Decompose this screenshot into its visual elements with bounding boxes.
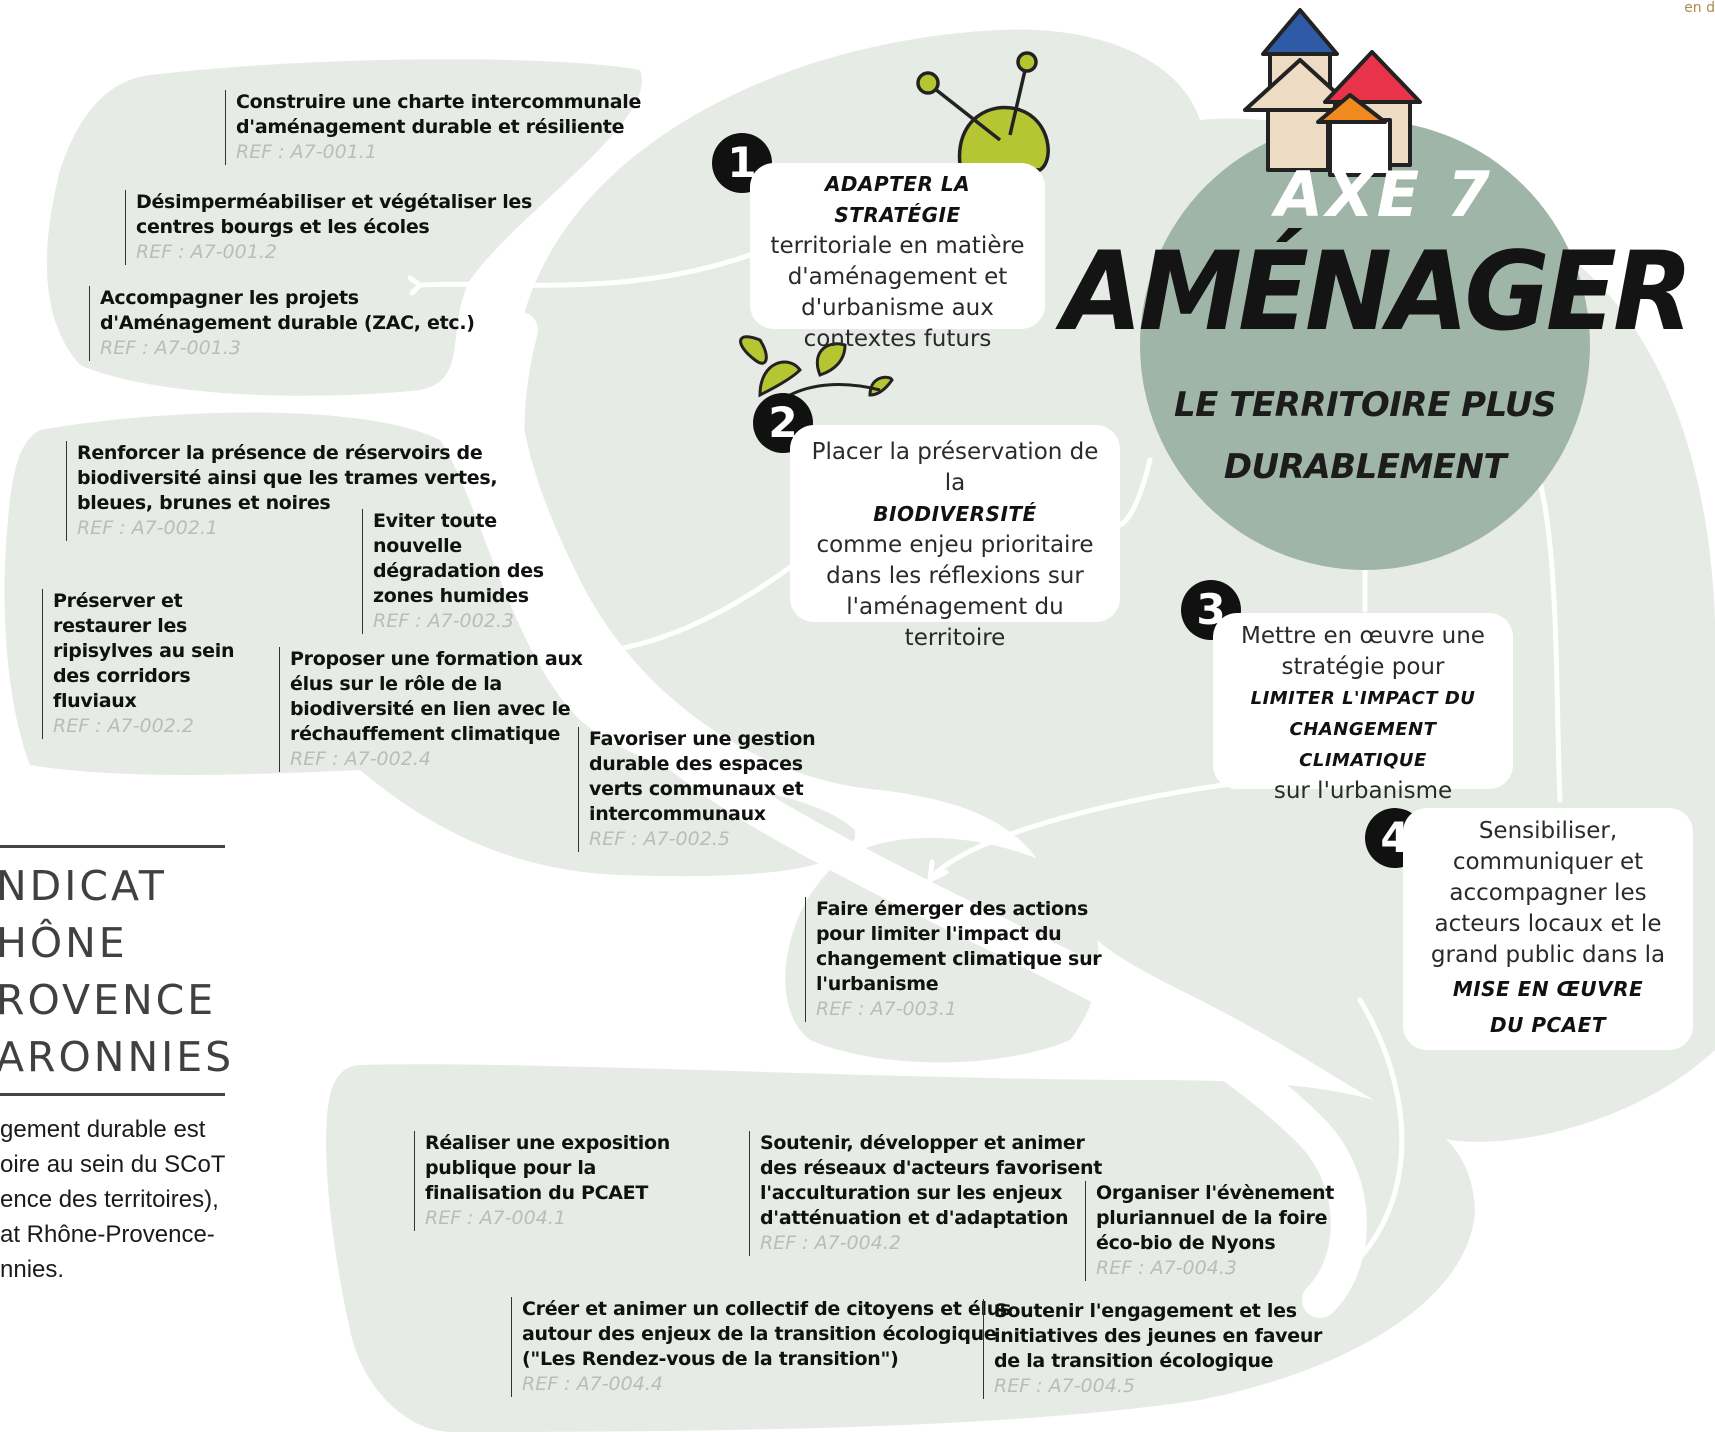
objective-4-card: Sensibiliser, communiquer et accompagner… (1403, 808, 1693, 1050)
action-a7-002-5: Favoriser une gestion durable des espace… (578, 727, 816, 852)
action-text: Créer et animer un collectif de citoyens… (522, 1298, 1011, 1370)
objective-2-text-after: comme enjeu prioritaire dans les réflexi… (816, 532, 1094, 651)
blob-objective-2 (4, 412, 856, 877)
action-a7-002-2: Préserver et restaurer les ripisylves au… (42, 589, 235, 739)
leaves-icon (739, 335, 894, 398)
action-text: Accompagner les projets d'Aménagement du… (100, 287, 475, 334)
intro-line: gement durable est (0, 1116, 206, 1143)
blob-objective-3 (785, 837, 1099, 1063)
objective-3-card: Mettre en œuvre une stratégie pour LIMIT… (1213, 613, 1513, 804)
axe-subtitle-line-1: LE TERRITOIRE PLUS (1174, 385, 1556, 425)
action-ref: REF : A7-002.1 (77, 517, 218, 539)
objective-1-keyword: ADAPTER LA STRATÉGIE (824, 172, 971, 227)
action-a7-003-1: Faire émerger des actions pour limiter l… (805, 897, 1102, 1022)
action-ref: REF : A7-002.2 (53, 715, 194, 737)
axe-title: AMÉNAGER (1062, 226, 1693, 356)
blob-objective-1 (46, 59, 642, 396)
logo-rule-bottom (0, 1093, 225, 1096)
syndicat-line: NDICAT (0, 862, 167, 910)
objective-2-keyword: BIODIVERSITÉ (873, 502, 1037, 526)
syndicat-line: HÔNE (0, 919, 128, 967)
blob-objective-4 (326, 1064, 1476, 1432)
action-text: Organiser l'évènement pluriannuel de la … (1096, 1182, 1335, 1254)
logo-rule-top (0, 845, 225, 848)
action-ref: REF : A7-001.2 (136, 241, 277, 263)
syndicat-logo-text: NDICAT HÔNE ROVENCE ARONNIES (0, 858, 236, 1086)
objective-1-card: ADAPTER LA STRATÉGIE territoriale en mat… (750, 163, 1045, 352)
axe-circle (1140, 120, 1590, 570)
action-a7-004-1: Réaliser une exposition publique pour la… (414, 1131, 670, 1231)
objective-4-keyword: MISE EN ŒUVRE DU PCAET (1452, 977, 1644, 1037)
action-a7-001-3: Accompagner les projets d'Aménagement du… (89, 286, 475, 361)
objective-3-text-after: sur l'urbanisme (1273, 778, 1453, 804)
action-a7-001-2: Désimperméabiliser et végétaliser les ce… (125, 190, 532, 265)
action-text: Préserver et restaurer les ripisylves au… (53, 590, 235, 712)
action-ref: REF : A7-002.4 (290, 748, 431, 770)
action-a7-004-3: Organiser l'évènement pluriannuel de la … (1085, 1181, 1334, 1281)
intro-line: at Rhône-Provence- (0, 1221, 215, 1248)
action-ref: REF : A7-004.3 (1096, 1257, 1237, 1279)
action-text: Faire émerger des actions pour limiter l… (816, 898, 1102, 995)
corner-logo-text: en d (1684, 0, 1715, 16)
action-a7-001-1: Construire une charte intercommunale d'a… (225, 90, 641, 165)
intro-line: ence des territoires), (0, 1186, 219, 1213)
action-ref: REF : A7-002.3 (373, 610, 514, 632)
action-text: Désimperméabiliser et végétaliser les ce… (136, 191, 533, 238)
action-ref: REF : A7-004.1 (425, 1207, 566, 1229)
syndicat-line: ARONNIES (0, 1033, 235, 1081)
axe-subtitle-line-2: DURABLEMENT (1223, 447, 1507, 487)
action-text: Proposer une formation aux élus sur le r… (290, 648, 583, 745)
action-text: Soutenir l'engagement et les initiatives… (994, 1300, 1323, 1372)
action-a7-002-1: Renforcer la présence de réservoirs de b… (66, 441, 498, 541)
action-ref: REF : A7-002.5 (589, 828, 730, 850)
action-a7-004-2: Soutenir, développer et animer des résea… (749, 1131, 1102, 1256)
intro-paragraph: gement durable est oire au sein du SCoT … (0, 1112, 245, 1287)
action-ref: REF : A7-001.3 (100, 337, 241, 359)
action-ref: REF : A7-001.1 (236, 141, 377, 163)
objective-2-text-before: Placer la préservation de la (811, 439, 1099, 496)
action-text: Favoriser une gestion durable des espace… (589, 728, 816, 825)
action-ref: REF : A7-003.1 (816, 998, 957, 1020)
action-ref: REF : A7-004.4 (522, 1373, 663, 1395)
syndicat-line: ROVENCE (0, 976, 217, 1024)
action-text: Eviter toute nouvelle dégradation des zo… (373, 510, 544, 607)
intro-line: oire au sein du SCoT (0, 1151, 226, 1178)
action-a7-004-4: Créer et animer un collectif de citoyens… (511, 1297, 1011, 1397)
action-a7-002-4: Proposer une formation aux élus sur le r… (279, 647, 583, 772)
intro-line: nnies. (0, 1256, 65, 1283)
action-ref: REF : A7-004.5 (994, 1375, 1135, 1397)
objective-1-text: territoriale en matière d'aménagement et… (770, 233, 1025, 352)
action-a7-004-5: Soutenir l'engagement et les initiatives… (983, 1299, 1322, 1399)
objective-2-card: Placer la préservation de la BIODIVERSIT… (790, 425, 1120, 651)
objective-3-text-before: Mettre en œuvre une stratégie pour (1241, 623, 1485, 680)
houses-illustration (1243, 8, 1422, 177)
objective-4-text-before: Sensibiliser, communiquer et accompagner… (1430, 818, 1666, 968)
joystick-icon (916, 51, 1050, 172)
action-ref: REF : A7-004.2 (760, 1232, 901, 1254)
action-text: Réaliser une exposition publique pour la… (425, 1132, 670, 1204)
objective-3-keyword: LIMITER L'IMPACT DU CHANGEMENT CLIMATIQU… (1250, 688, 1476, 771)
axe-number: AXE 7 (1275, 158, 1493, 231)
action-a7-002-3: Eviter toute nouvelle dégradation des zo… (362, 509, 544, 634)
action-text: Construire une charte intercommunale d'a… (236, 91, 642, 138)
action-text: Soutenir, développer et animer des résea… (760, 1132, 1102, 1229)
action-text: Renforcer la présence de réservoirs de b… (77, 442, 498, 514)
